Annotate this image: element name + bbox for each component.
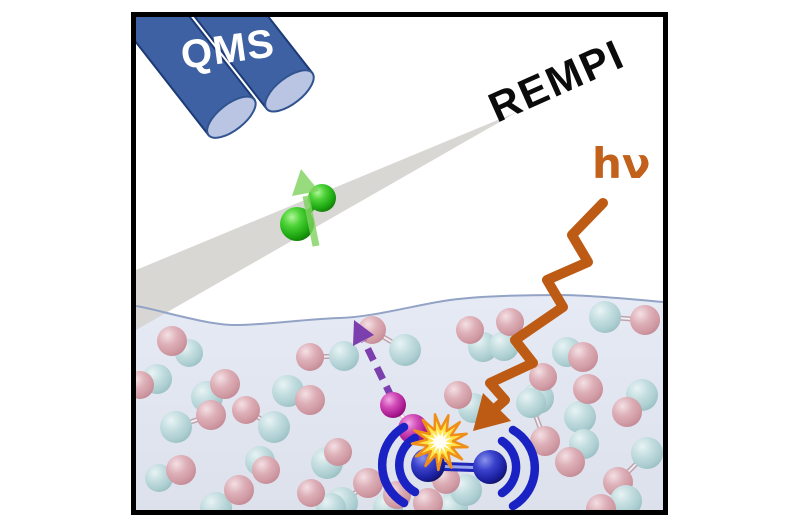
vibrating-molecule-atom	[473, 450, 507, 484]
solvent-atom-teal	[631, 437, 663, 469]
velocity-arrow	[292, 169, 320, 247]
solvent-atom-pink	[252, 456, 280, 484]
velocity-arrow-head	[292, 169, 319, 196]
solvent-molecule	[272, 375, 325, 415]
solvent-molecule	[555, 429, 599, 477]
solvent-atom-pink	[529, 363, 557, 391]
solvent-atom-pink	[353, 468, 383, 498]
solvent-atom-teal	[145, 464, 173, 492]
solvent-atom-teal	[200, 492, 232, 510]
diagram-frame: QMS REMPI hν	[131, 12, 668, 515]
solvent-molecule	[489, 308, 524, 361]
excited-molecule	[380, 392, 428, 444]
solvent-atom-pink	[296, 343, 324, 371]
vibration-arc	[395, 433, 420, 497]
solvent-atom-teal	[258, 411, 290, 443]
solvent-atom-pink	[444, 381, 472, 409]
desorbed-molecule-atom	[280, 207, 314, 241]
solvent-molecule	[297, 479, 346, 510]
solvent-atom-pink	[568, 342, 598, 372]
solvent-molecule	[564, 374, 603, 433]
vibration-arc	[508, 425, 539, 510]
qms-detector: QMS	[136, 17, 315, 139]
solvent-molecule	[191, 369, 240, 413]
photon-arrow-head	[473, 393, 511, 431]
solvent-molecule	[603, 437, 663, 497]
excited-molecule-atom	[380, 392, 406, 418]
solvent-molecule	[432, 466, 482, 506]
solvent-molecule	[136, 364, 172, 399]
solvent-molecule	[296, 341, 359, 371]
solvent-molecule	[589, 301, 660, 335]
desorption-arrow	[353, 320, 396, 400]
scene-svg: QMS REMPI hν	[136, 17, 663, 510]
solvent-molecule	[358, 316, 421, 366]
velocity-arrow-shaft	[302, 195, 320, 247]
solvent-atom-pink	[297, 479, 325, 507]
solvent-molecule	[586, 485, 642, 510]
excited-molecule-atom	[398, 414, 428, 444]
solvent-atom-pink	[630, 305, 660, 335]
solvent-atom-teal	[160, 411, 192, 443]
flash-core-star	[427, 429, 453, 455]
photon-arrow-zigzag	[485, 198, 608, 412]
solvent-atom-pink	[456, 316, 484, 344]
vibration-arcs	[378, 422, 539, 510]
qms-tube-left-cap	[206, 95, 257, 139]
solvent-atom-teal	[329, 341, 359, 371]
liquid-surface-line	[136, 293, 663, 327]
solvent-atom-pink	[224, 475, 254, 505]
solvent-atom-pink	[612, 397, 642, 427]
solvent-atom-teal	[564, 401, 596, 433]
photon-label: hν	[592, 139, 651, 188]
solvent-molecule	[200, 475, 254, 510]
solvent-atom-pink	[210, 369, 240, 399]
solvent-atom-pink	[166, 455, 196, 485]
solvent-atom-pink	[324, 438, 352, 466]
desorbed-molecule	[280, 169, 336, 247]
solvent-molecule	[145, 455, 196, 492]
solvent-atom-teal	[389, 334, 421, 366]
solvent-atom-teal	[516, 388, 546, 418]
solvent-molecule	[160, 400, 226, 443]
solvent-atom-teal	[610, 485, 642, 510]
solvent-atom-pink	[295, 385, 325, 415]
excitation-flash	[410, 413, 469, 472]
solvent-molecule	[612, 379, 658, 427]
rempi-laser-beam	[136, 112, 517, 330]
solvent-atom-pink	[196, 400, 226, 430]
vibration-arc	[378, 422, 409, 508]
desorption-arrow-shaft	[360, 339, 396, 400]
solvent-atom-pink	[157, 326, 187, 356]
solvent-molecule	[311, 438, 352, 479]
qms-tubes	[136, 17, 315, 139]
solvent-molecule	[245, 446, 280, 484]
solvent-molecule	[552, 337, 598, 372]
solvent-molecule	[516, 388, 560, 456]
qms-tube-right-cap	[264, 69, 315, 113]
solvent-atom-teal	[589, 301, 621, 333]
solvent-atom-pink	[413, 488, 443, 510]
solvent-atom-pink	[555, 447, 585, 477]
solvent-molecule	[157, 326, 203, 367]
desorption-arrow-head	[353, 320, 374, 346]
rempi-label: REMPI	[482, 30, 632, 131]
solvent-atom-pink	[530, 426, 560, 456]
solvent-atom-pink	[232, 396, 260, 424]
solvent-atom-pink	[136, 371, 154, 399]
vibration-arc	[497, 436, 521, 498]
solvent-atom-pink	[573, 374, 603, 404]
solvent-molecules	[136, 301, 663, 510]
solvent-atom-pink	[586, 494, 616, 510]
solvent-atom-pink	[496, 308, 524, 336]
solvent-molecule	[232, 396, 290, 443]
photon-arrow	[473, 198, 608, 431]
